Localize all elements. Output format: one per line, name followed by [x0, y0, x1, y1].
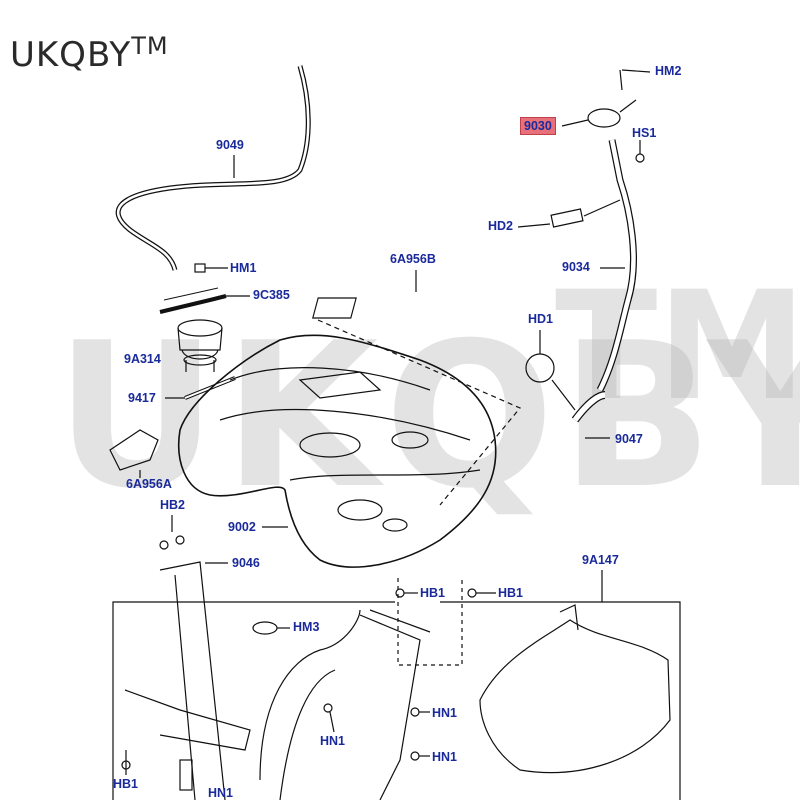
label-6a956b: 6A956B	[390, 252, 436, 266]
label-hd1: HD1	[528, 312, 554, 326]
vent-hose-9049	[115, 65, 311, 271]
label-6a956a: 6A956A	[126, 477, 172, 491]
heat-shield-9a147	[479, 619, 671, 774]
label-hs1: HS1	[632, 126, 657, 140]
label-hm1: HM1	[230, 261, 257, 275]
label-9030: 9030	[520, 117, 556, 135]
brand-logo: UKQBYTM	[10, 32, 169, 75]
label-9034: 9034	[562, 260, 590, 274]
label-hn1-c: HN1	[432, 750, 458, 764]
label-9047: 9047	[615, 432, 643, 446]
label-hm2: HM2	[655, 64, 682, 78]
label-9a147: 9A147	[582, 553, 619, 567]
label-9002: 9002	[228, 520, 256, 534]
label-hn1-a: HN1	[432, 706, 458, 720]
label-9c385: 9C385	[253, 288, 290, 302]
label-hn1-d: HN1	[208, 786, 234, 800]
grommet-hm3	[252, 621, 278, 635]
clip-hd2	[550, 208, 584, 228]
fuel-cap-9030	[587, 108, 621, 128]
seal-9c385	[159, 294, 227, 314]
label-9049: 9049	[216, 138, 244, 152]
label-hb1-a: HB1	[420, 586, 446, 600]
label-hb1-b: HB1	[498, 586, 524, 600]
label-9046: 9046	[232, 556, 260, 570]
fuel-pump-9a314	[177, 319, 223, 372]
label-9417: 9417	[128, 391, 156, 405]
clamp-hd1	[525, 353, 555, 383]
label-9a314: 9A314	[124, 352, 161, 366]
label-hn1-b: HN1	[320, 734, 346, 748]
fuel-tank-9002	[178, 334, 497, 568]
label-hm3: HM3	[293, 620, 320, 634]
label-hb2: HB2	[160, 498, 186, 512]
label-hd2: HD2	[488, 219, 514, 233]
pad-6a956b	[312, 297, 357, 319]
label-hb1-c: HB1	[113, 777, 139, 791]
bracket-6a956a	[109, 429, 159, 471]
